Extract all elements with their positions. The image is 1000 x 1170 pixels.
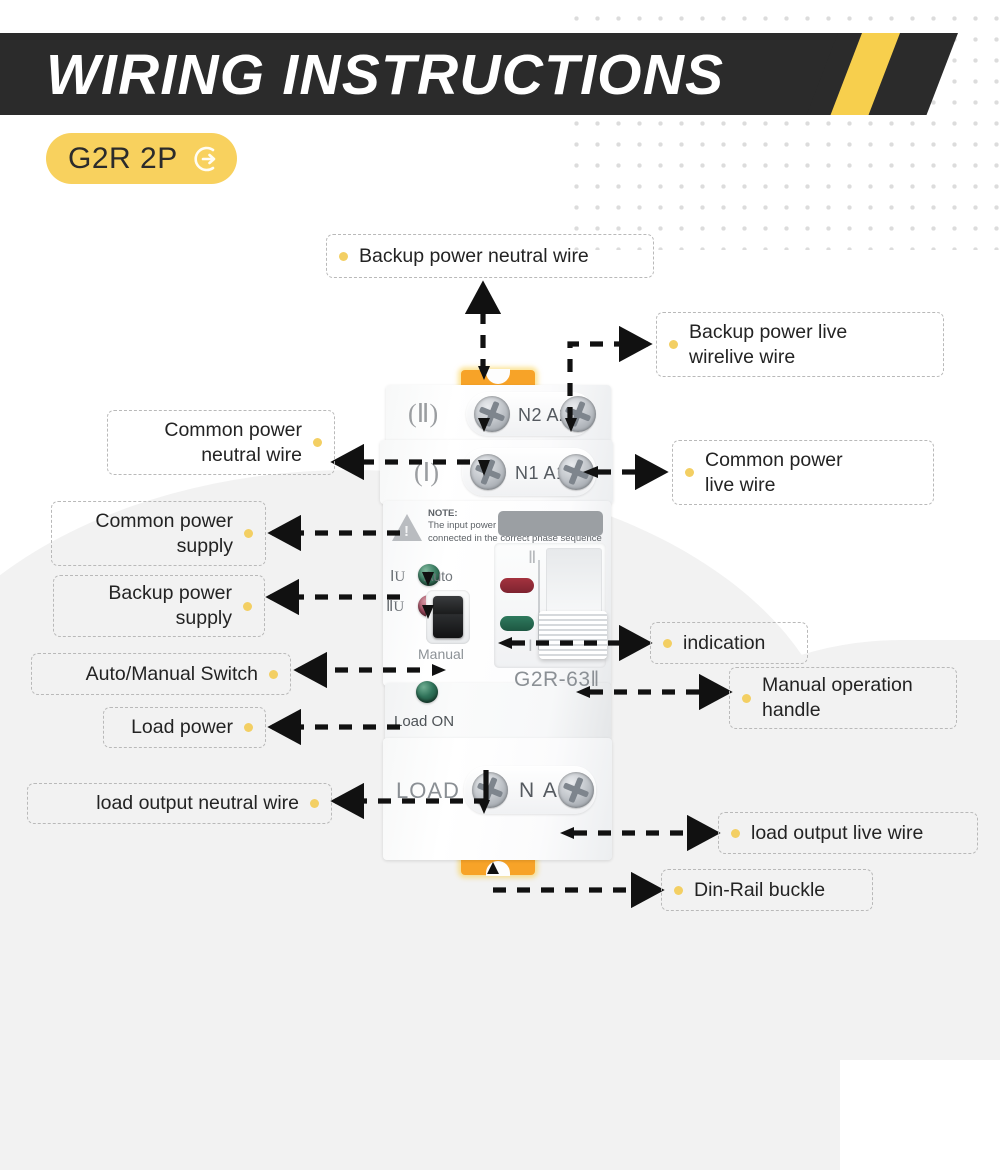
led-load-on <box>416 681 438 703</box>
screw-terminal-load-n[interactable] <box>472 772 508 808</box>
callout-common-power-neutral-wire[interactable]: Common power neutral wire <box>107 410 335 475</box>
handle-travel-axis <box>538 560 540 650</box>
screw-terminal-n2[interactable] <box>474 396 510 432</box>
switch-label-auto: Auto <box>424 568 453 584</box>
note-block: NOTE: The input power supply must be con… <box>392 508 604 548</box>
bullet-dot <box>310 799 319 808</box>
manual-operation-handle[interactable] <box>539 611 607 659</box>
terminal-label-lower: N1 A1 <box>515 463 567 483</box>
callout-label: Backup power live wirelive wire <box>689 320 848 368</box>
bullet-dot <box>244 723 253 732</box>
warning-triangle-icon <box>392 514 422 541</box>
bullet-dot <box>669 340 678 349</box>
handle-mark-two: Ⅱ <box>528 548 537 567</box>
callout-label: Manual operation handle <box>762 674 913 721</box>
screw-terminal-load-a[interactable] <box>558 772 594 808</box>
callout-din-rail-buckle[interactable]: Din-Rail buckle <box>661 869 873 911</box>
toggle-rocker[interactable] <box>433 596 463 638</box>
load-on-label: Load ON <box>394 713 455 730</box>
grey-window-strip <box>498 511 603 536</box>
switch-label-manual: Manual <box>418 646 464 662</box>
bullet-dot <box>674 885 683 895</box>
bullet-dot <box>269 669 278 679</box>
roman-numeral-one: (Ⅰ) <box>414 458 439 487</box>
roman-numeral-two: (Ⅱ) <box>408 399 439 428</box>
screw-terminal-a2[interactable] <box>560 396 596 432</box>
callout-load-output-neutral-wire[interactable]: load output neutral wire <box>27 783 332 824</box>
callout-backup-power-live-wire[interactable]: Backup power live wirelive wire <box>656 312 944 377</box>
callout-manual-operation-handle[interactable]: Manual operation handle <box>729 667 957 729</box>
callout-label: Backup power neutral wire <box>359 244 589 267</box>
screw-terminal-a1[interactable] <box>558 454 594 490</box>
callout-backup-power-neutral-wire[interactable]: Backup power neutral wire <box>326 234 654 278</box>
model-badge[interactable]: G2R 2P <box>46 133 237 184</box>
led-label-source-two: ⅡU <box>386 599 405 615</box>
device-model-text: G2R-63‖ <box>514 668 600 691</box>
callout-common-power-live-wire[interactable]: Common power live wire <box>672 440 934 505</box>
header-bar <box>0 33 880 115</box>
load-terminal-label: N A <box>519 779 559 802</box>
callout-label: Common power neutral wire <box>164 418 302 466</box>
callout-common-power-supply[interactable]: Common power supply <box>51 501 266 566</box>
callout-label: Backup power supply <box>108 582 232 629</box>
callout-auto-manual-switch[interactable]: Auto/Manual Switch <box>31 653 291 695</box>
note-title: NOTE: <box>428 508 458 519</box>
bullet-dot <box>663 638 672 648</box>
terminal-label-upper: N2 A2 <box>518 405 570 425</box>
note-body: The input power supply must be connected… <box>428 520 602 544</box>
callout-label: Common power supply <box>95 509 233 557</box>
bullet-dot <box>685 468 694 477</box>
page-title: WIRING INSTRUCTIONS <box>46 43 725 107</box>
callout-label: indication <box>683 631 766 654</box>
indication-red <box>500 578 534 593</box>
callout-label: load output neutral wire <box>96 792 299 815</box>
load-text: LOAD <box>396 778 460 803</box>
callout-label: Load power <box>131 716 233 739</box>
handle-mark-one: Ⅰ <box>528 638 533 655</box>
handle-slot <box>546 548 602 620</box>
callout-load-output-live-wire[interactable]: load output live wire <box>718 812 978 854</box>
screw-terminal-n1[interactable] <box>470 454 506 490</box>
callout-indication[interactable]: indication <box>650 622 808 664</box>
circle-arrow-right-icon <box>191 144 221 174</box>
callout-label: Auto/Manual Switch <box>85 662 258 685</box>
bullet-dot <box>731 828 740 838</box>
model-badge-label: G2R 2P <box>68 141 178 175</box>
bullet-dot <box>313 438 322 447</box>
bullet-dot <box>339 251 348 261</box>
bullet-dot <box>742 693 751 703</box>
callout-backup-power-supply[interactable]: Backup power supply <box>53 575 265 637</box>
callout-label: Din-Rail buckle <box>694 878 826 901</box>
transfer-switch-device: (Ⅱ) N2 A2 (Ⅰ) N1 A1 NOTE: The input powe… <box>378 368 618 878</box>
callout-label: Common power live wire <box>705 448 843 496</box>
indication-green <box>500 616 534 631</box>
callout-label: load output live wire <box>751 821 924 844</box>
led-label-source-one: ⅠU <box>390 569 406 585</box>
callout-load-power[interactable]: Load power <box>103 707 266 748</box>
bullet-dot <box>243 601 252 611</box>
auto-manual-switch[interactable] <box>426 590 470 644</box>
bullet-dot <box>244 529 253 538</box>
